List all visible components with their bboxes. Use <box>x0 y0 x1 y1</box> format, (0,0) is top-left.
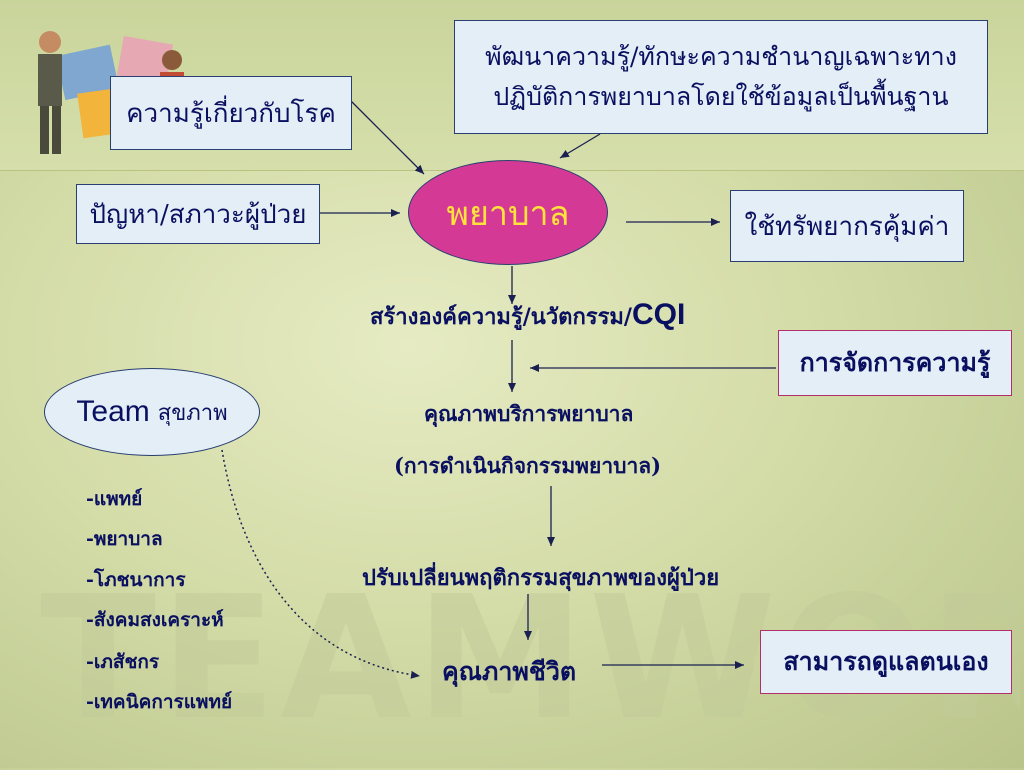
self-care-text: สามารถดูแลตนเอง <box>783 647 989 676</box>
patient-problems-text: ปัญหา/สภาวะผู้ป่วย <box>89 199 307 230</box>
resource-use-text: ใช้ทรัพยากรคุ้มค่า <box>744 211 950 242</box>
health-team-ellipse: Team สุขภาพ <box>44 368 260 456</box>
team-member-nutrition: -โภชนาการ <box>86 569 186 591</box>
team-member-doctor: -แพทย์ <box>86 488 143 510</box>
patient-problems-box: ปัญหา/สภาวะผู้ป่วย <box>76 184 320 244</box>
cqi-text: CQI <box>631 298 686 331</box>
service-quality-line1: คุณภาพบริการพยาบาล <box>424 401 634 426</box>
knowledge-creation-label: สร้างองค์ความรู้/นวัตกรรม/CQI <box>370 298 685 334</box>
nurse-label: พยาบาล <box>446 193 570 234</box>
knowledge-management-text: การจัดการความรู้ <box>799 348 991 377</box>
resource-use-box: ใช้ทรัพยากรคุ้มค่า <box>730 190 964 262</box>
behavior-change-label: ปรับเปลี่ยนพฤติกรรมสุขภาพของผู้ป่วย <box>362 565 720 591</box>
team-member-nurse: -พยาบาล <box>86 528 163 550</box>
self-care-box: สามารถดูแลตนเอง <box>760 630 1012 694</box>
team-member-pharmacist: -เภสัชกร <box>86 651 160 673</box>
team-member-social-work: -สังคมสงเคราะห์ <box>86 609 224 631</box>
dotted-team-to-qol <box>221 449 421 679</box>
arrow-knowledge-to-nurse <box>349 99 425 175</box>
development-box: พัฒนาความรู้/ทักษะความชำนาญเฉพาะทาง ปฏิบ… <box>454 20 988 134</box>
service-quality-line2: (การดำเนินกิจกรรมพยาบาล) <box>394 453 662 478</box>
knowledge-management-box: การจัดการความรู้ <box>778 330 1012 396</box>
team-title-en: Team <box>76 395 150 428</box>
arrow-development-to-nurse <box>559 133 601 159</box>
team-title-th: สุขภาพ <box>157 400 228 426</box>
team-member-medtech: -เทคนิคการแพทย์ <box>86 691 233 713</box>
nurse-ellipse: พยาบาล <box>408 160 608 265</box>
disease-knowledge-box: ความรู้เกี่ยวกับโรค <box>110 76 352 150</box>
disease-knowledge-text: ความรู้เกี่ยวกับโรค <box>126 98 336 129</box>
development-text-line1: พัฒนาความรู้/ทักษะความชำนาญเฉพาะทาง <box>485 42 957 71</box>
quality-of-life-label: คุณภาพชีวิต <box>442 657 577 686</box>
development-text-line2: ปฏิบัติการพยาบาลโดยใช้ข้อมูลเป็นพื้นฐาน <box>493 82 949 111</box>
knowledge-creation-text: สร้างองค์ความรู้/นวัตกรรม/ <box>370 304 632 330</box>
